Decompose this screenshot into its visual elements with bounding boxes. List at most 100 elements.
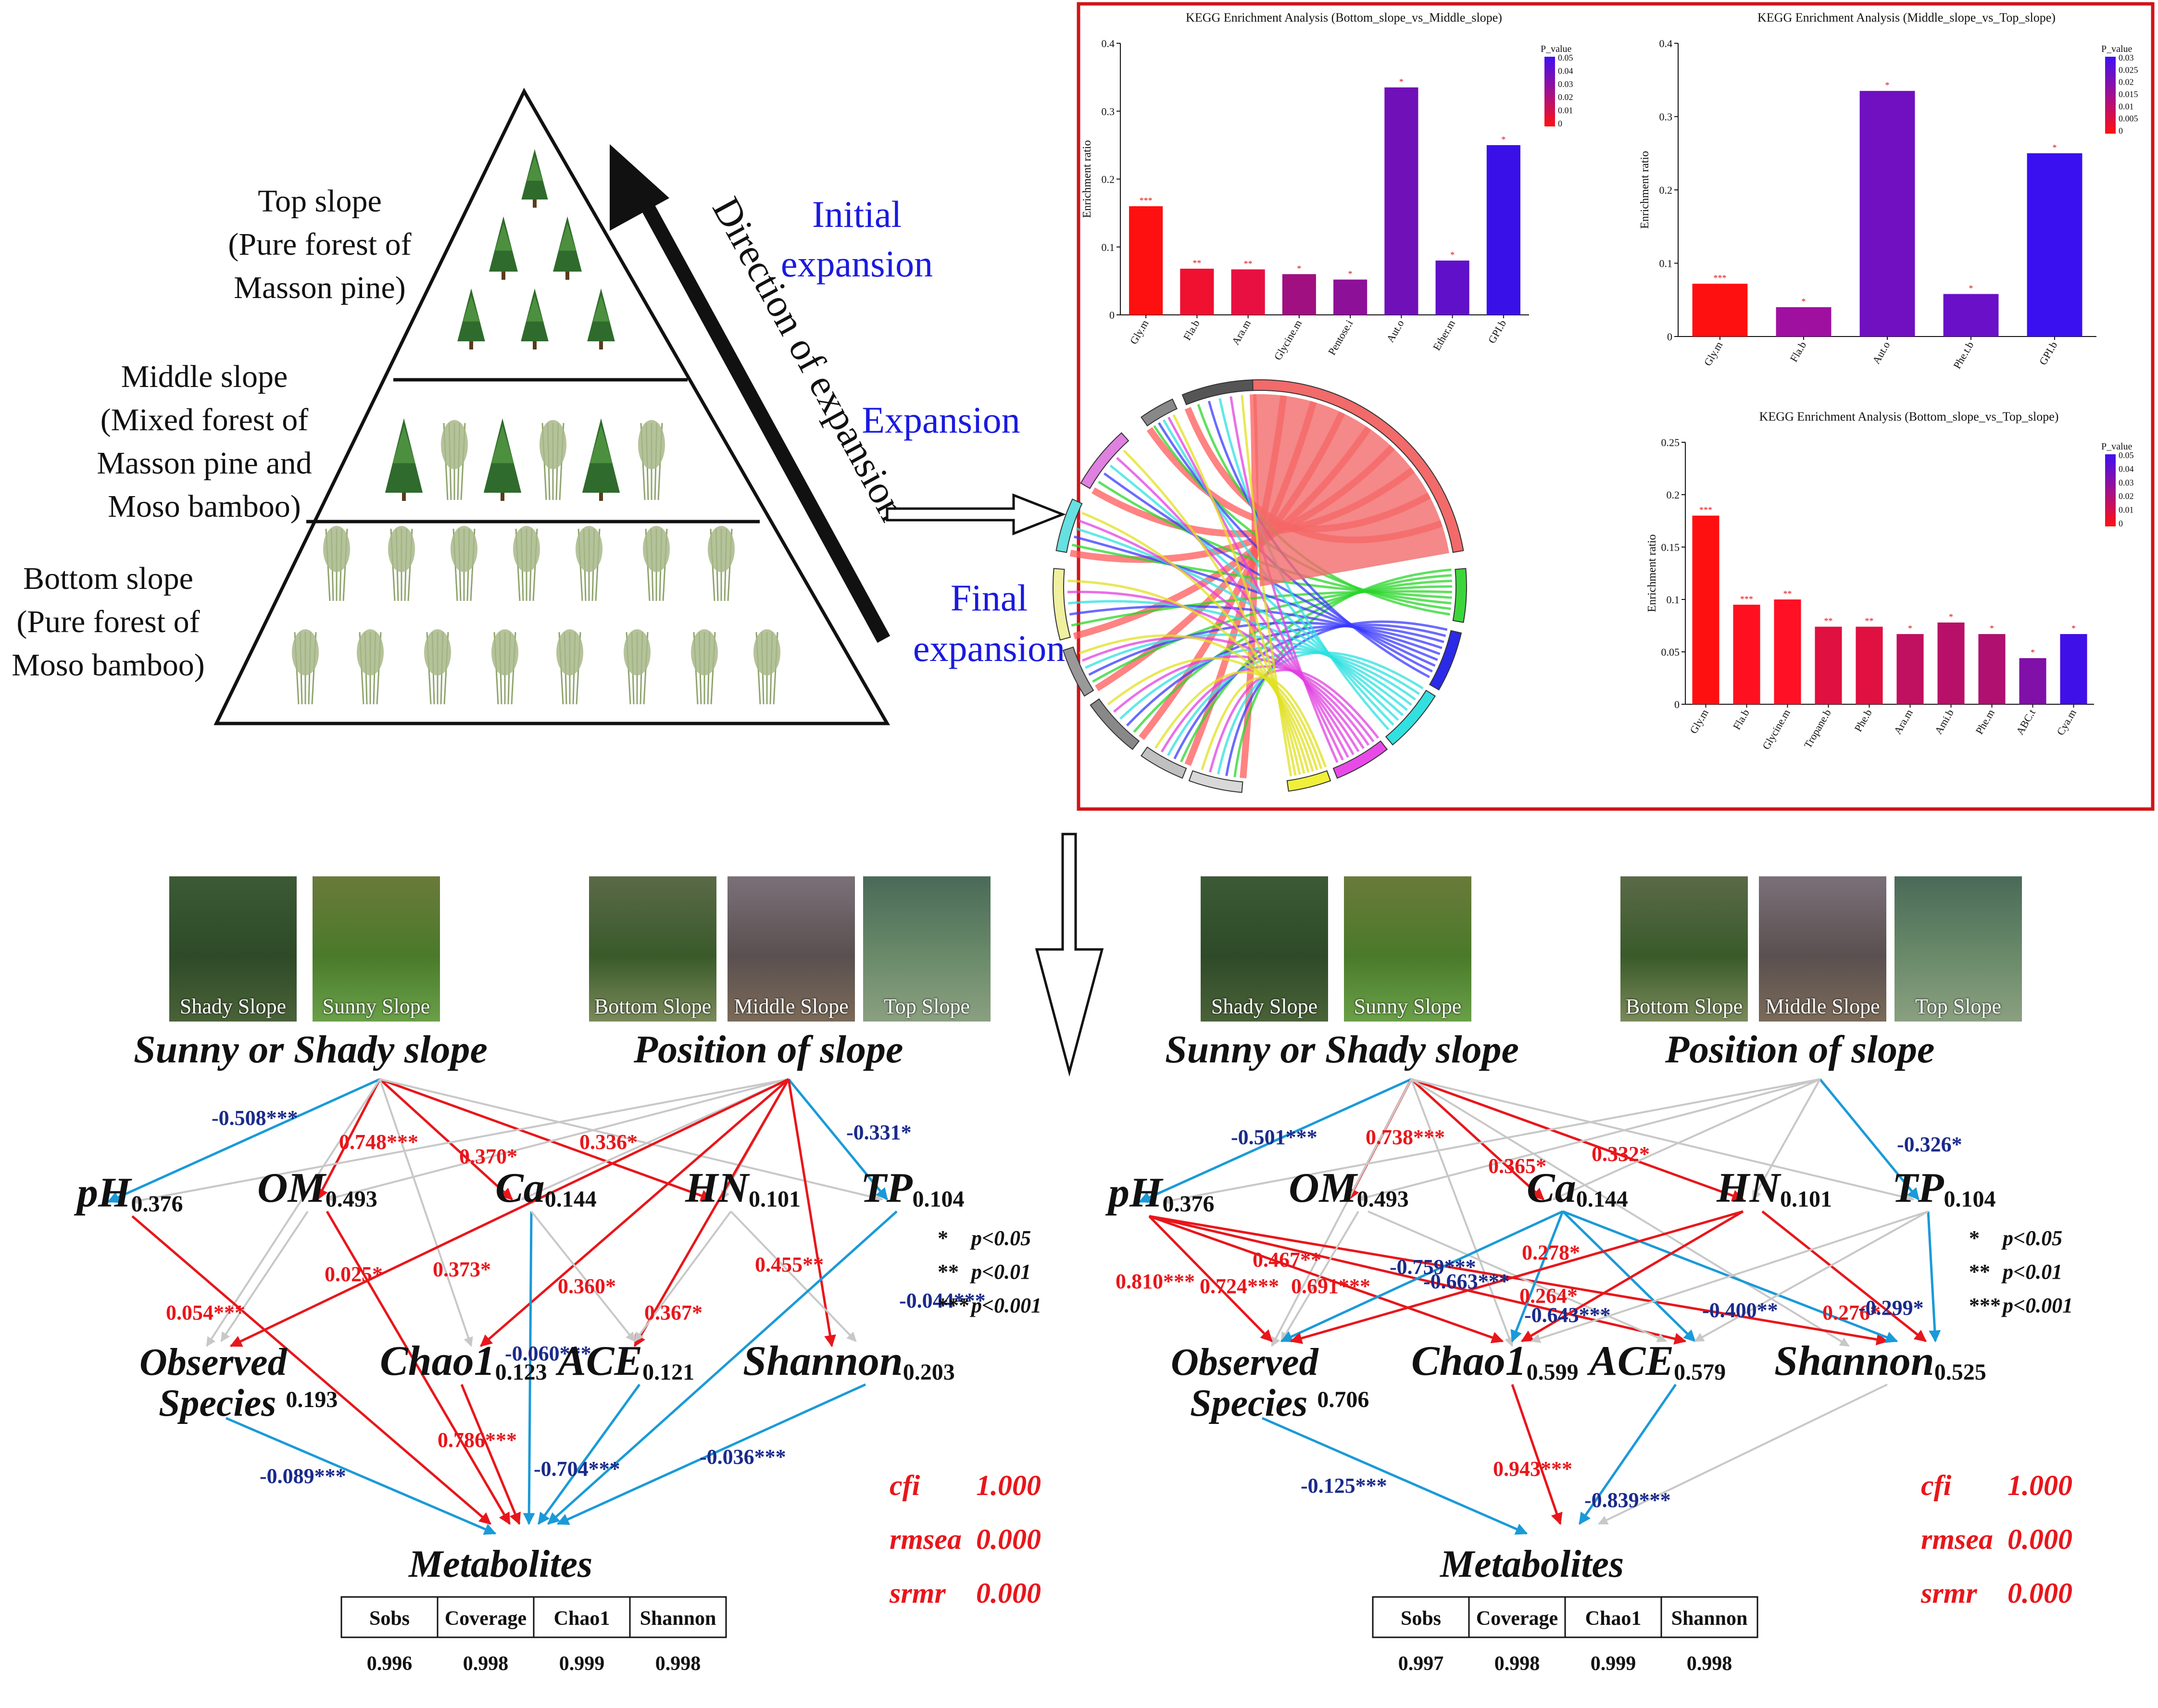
bar-significance: *** <box>1699 505 1712 515</box>
fit-index-name: srmr <box>889 1577 946 1609</box>
x-tick-label: Aut.o <box>1870 339 1892 366</box>
chord-ribbon <box>1116 457 1349 758</box>
path-arrow <box>1531 1210 1929 1343</box>
path-coefficient: 0.738*** <box>1366 1125 1445 1149</box>
bamboo-foliage <box>388 526 415 572</box>
node-ca: Ca0.144 <box>1527 1165 1628 1212</box>
pine-highlight <box>392 425 415 463</box>
x-tick-label: Pentose.i <box>1326 318 1355 357</box>
node-sha-name: Shannon <box>1774 1338 1934 1384</box>
node-obs-r2: 0.706 <box>1317 1387 1369 1412</box>
node-ca-name: Ca <box>495 1165 545 1211</box>
node-obs-name-2: Species <box>1190 1382 1307 1424</box>
table-value: 0.998 <box>1494 1653 1540 1675</box>
bar-significance: * <box>1969 284 1973 293</box>
legend-tick-label: 0.03 <box>2119 53 2134 62</box>
bar <box>1692 515 1719 704</box>
bar-significance: * <box>1802 297 1806 306</box>
bar <box>1180 268 1214 315</box>
fit-index-value: 1.000 <box>2007 1470 2072 1501</box>
site-photo-caption: Sunny Slope <box>322 995 430 1018</box>
path-coefficient: 0.336* <box>579 1130 638 1154</box>
table-value: 0.999 <box>1591 1653 1636 1675</box>
chord-ribbon <box>1209 669 1380 773</box>
bamboo-foliage <box>708 526 735 572</box>
chord-segment <box>1140 398 1178 427</box>
node-obs-name-1: Observed <box>139 1341 288 1384</box>
node-chao: Chao10.599 <box>1411 1338 1579 1385</box>
site-photo-caption: Shady Slope <box>179 995 287 1018</box>
y-tick-label: 0.4 <box>1102 37 1115 50</box>
node-met-name: Metabolites <box>408 1543 592 1585</box>
legend-tick-label: 0.01 <box>2119 505 2134 515</box>
path-coefficient: 0.367* <box>644 1301 703 1324</box>
pine-highlight <box>559 224 576 251</box>
path-coefficient: 0.332* <box>1592 1142 1650 1166</box>
node-om-r2: 0.493 <box>326 1186 377 1212</box>
path-arrow <box>1411 1078 1915 1202</box>
table-header: Shannon <box>640 1608 716 1630</box>
legend-tick-label: 0.05 <box>1558 53 1573 62</box>
node-ph-name: pH <box>1105 1170 1164 1216</box>
bamboo-foliage <box>491 629 518 675</box>
path-coefficient: -0.508*** <box>212 1106 298 1130</box>
chord-ribbon <box>1109 464 1399 721</box>
bamboo-foliage <box>576 526 602 572</box>
path-arrow <box>1290 1210 1744 1344</box>
node-chao: Chao10.123 <box>380 1338 547 1385</box>
path-coefficient: 0.365* <box>1488 1154 1546 1178</box>
chord-ribbon <box>1167 416 1344 760</box>
pine-trunk <box>599 339 603 349</box>
chord-ribbon <box>1081 511 1305 774</box>
path-coefficient: -0.501*** <box>1231 1125 1317 1149</box>
chord-ribbon <box>1073 536 1438 661</box>
path-coefficient: 0.276* <box>1822 1301 1881 1324</box>
path-coefficient: -0.299* <box>1858 1296 1924 1320</box>
node-ace-name: ACE <box>555 1338 642 1384</box>
bar <box>1815 626 1842 704</box>
bar-significance: ** <box>1783 589 1792 598</box>
path-arrow <box>460 1384 521 1525</box>
legend-tick-label: 0.005 <box>2119 114 2138 124</box>
node-sha: Shannon0.525 <box>1774 1338 1986 1385</box>
legend-title: P_value <box>2101 44 2133 54</box>
node-ace-name: ACE <box>1587 1338 1674 1384</box>
chart-title: KEGG Enrichment Analysis (Bottom_slope_v… <box>1186 11 1502 25</box>
kegg-chart-bottom-vs-top: KEGG Enrichment Analysis (Bottom_slope_v… <box>1646 410 2134 751</box>
y-tick-label: 0.15 <box>1661 541 1680 553</box>
node-obs-r2: 0.193 <box>286 1387 338 1412</box>
chord-ribbon <box>1201 676 1327 771</box>
site-photo: Middle Slope <box>728 876 855 1022</box>
position-header: Position of slope <box>1665 1027 1934 1071</box>
node-tp: TP0.104 <box>861 1165 965 1212</box>
expansion-label: Expansion <box>862 399 1020 441</box>
x-tick-label: Fla.b <box>1731 707 1752 732</box>
bamboo-foliage <box>451 526 477 572</box>
y-tick-label: 0 <box>1667 331 1672 343</box>
x-tick-label: Phe.b <box>1852 707 1874 734</box>
bar <box>1435 261 1469 315</box>
bar <box>1896 634 1924 704</box>
path-arrow <box>1357 1078 1820 1202</box>
node-ace-r2: 0.579 <box>1674 1359 1726 1385</box>
path-arrow <box>1138 1078 1412 1203</box>
x-tick-label: Ami.b <box>1932 707 1956 736</box>
path-arrow <box>229 1078 790 1347</box>
bar-significance: *** <box>1140 196 1153 205</box>
path-arrow <box>730 1210 857 1342</box>
node-ace: ACE0.579 <box>1587 1338 1726 1385</box>
pine-trunk <box>599 490 603 501</box>
path-arrow <box>379 1078 513 1200</box>
chord-ribbon-main <box>1253 394 1449 586</box>
fit-index-value: 0.000 <box>976 1523 1041 1555</box>
chord-ribbon <box>1154 671 1323 769</box>
path-coefficient: -0.759*** <box>1390 1255 1476 1279</box>
path-arrow <box>379 1079 473 1347</box>
bar-significance: * <box>1450 250 1455 260</box>
legend-tick-label: 0.04 <box>1558 66 1573 75</box>
bamboo-foliage <box>424 629 451 675</box>
aspect-header: Sunny or Shady slope <box>134 1027 488 1071</box>
node-obs: Observed <box>1171 1341 1319 1384</box>
table-value: 0.998 <box>655 1653 701 1675</box>
